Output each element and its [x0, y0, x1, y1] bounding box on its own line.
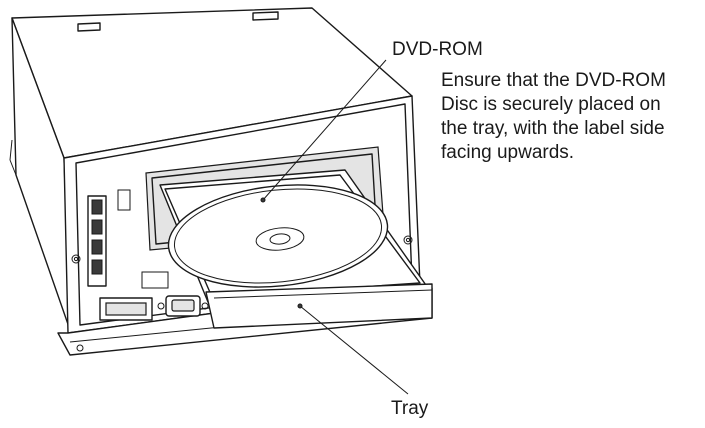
leader-line-dvd — [262, 59, 387, 201]
note-line: Disc is securely placed on — [441, 94, 661, 115]
disc-hub — [255, 227, 305, 251]
chassis-tab-left — [77, 22, 101, 32]
tray-label: Tray — [391, 398, 429, 419]
dvd-rom-label: DVD-ROM — [392, 39, 483, 60]
dvd-disc — [167, 184, 389, 288]
disc-center-hole — [269, 233, 291, 245]
note-line: the tray, with the label side — [441, 118, 665, 139]
tray-front-bezel — [205, 283, 433, 329]
screw-hole-right — [403, 235, 413, 245]
screw-hole-left — [71, 254, 81, 264]
flange-hole-left — [76, 344, 84, 352]
leader-line-tray — [299, 305, 409, 395]
chassis-tab-right — [252, 11, 279, 21]
instruction-note: Ensure that the DVD-ROM Disc is securely… — [441, 69, 666, 165]
note-line: facing upwards. — [441, 142, 575, 163]
note-line: Ensure that the DVD-ROM — [441, 70, 666, 91]
